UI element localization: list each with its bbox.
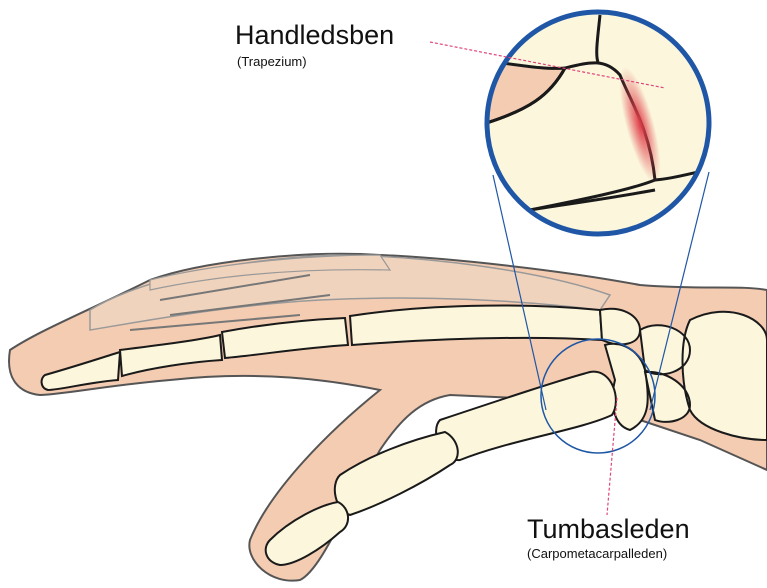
cmc-joint-label: Tumbasleden xyxy=(527,514,690,544)
carpal-bones xyxy=(598,307,767,442)
finger-crease-lines xyxy=(129,274,331,331)
index-finger-bones xyxy=(40,304,604,392)
magnifier-circle xyxy=(484,9,712,237)
magnified-trapezium-view xyxy=(488,13,708,233)
trapezium-sublabel: (Trapezium) xyxy=(237,54,307,69)
back-fingers-2 xyxy=(149,254,392,291)
joint-focus-circle xyxy=(540,338,656,454)
leader-line-cmc-joint xyxy=(606,397,618,516)
trapezium-label: Handledsben xyxy=(235,20,395,50)
cmc-joint-sublabel: (Carpometacarpalleden) xyxy=(527,546,668,561)
magnifier-connector-left xyxy=(492,174,547,411)
thumb-distal-phalanx xyxy=(264,500,349,567)
magnifier-connector-right xyxy=(649,171,710,411)
